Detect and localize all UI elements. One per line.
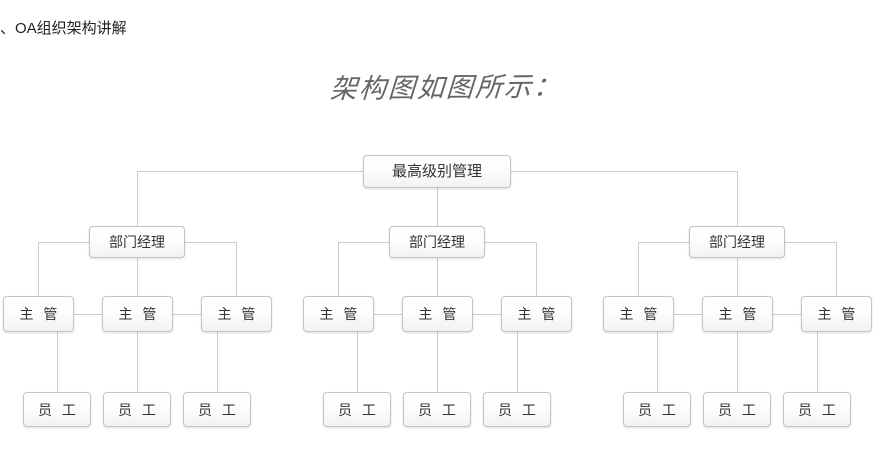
node-employee-1-2[interactable]: 员 工	[103, 392, 171, 427]
node-supervisor-1-2[interactable]: 主 管	[102, 296, 173, 332]
connector-manager-1-to-supervisor-3	[236, 242, 237, 296]
node-supervisor-3-2[interactable]: 主 管	[702, 296, 773, 332]
node-supervisor-1-3[interactable]: 主 管	[201, 296, 272, 332]
node-supervisor-2-1[interactable]: 主 管	[303, 296, 374, 332]
connector-root-to-manager-1	[137, 171, 138, 227]
page-heading: 、OA组织架构讲解	[0, 20, 127, 37]
node-employee-1-1[interactable]: 员 工	[23, 392, 91, 427]
node-employee-2-3[interactable]: 员 工	[483, 392, 551, 427]
connector-manager-1-to-supervisor-2	[137, 258, 138, 296]
node-department-manager-3[interactable]: 部门经理	[689, 226, 785, 258]
connector-manager-2-to-supervisor-1	[338, 242, 339, 296]
node-employee-3-1[interactable]: 员 工	[623, 392, 691, 427]
connector-manager-2-to-supervisor-2	[437, 258, 438, 296]
connector-manager-3-to-supervisor-1	[638, 242, 639, 296]
node-supervisor-1-1[interactable]: 主 管	[3, 296, 74, 332]
node-top-management[interactable]: 最高级别管理	[363, 155, 511, 188]
connector-supervisor-3-to-employee-1	[657, 314, 658, 392]
node-supervisor-2-3[interactable]: 主 管	[501, 296, 572, 332]
connector-supervisor-2-to-employee-2	[437, 332, 438, 392]
node-employee-2-2[interactable]: 员 工	[403, 392, 471, 427]
node-supervisor-2-2[interactable]: 主 管	[402, 296, 473, 332]
connector-manager-3-to-supervisor-2	[737, 258, 738, 296]
node-employee-1-3[interactable]: 员 工	[183, 392, 251, 427]
connector-root-to-manager-2	[437, 188, 438, 227]
node-employee-2-1[interactable]: 员 工	[323, 392, 391, 427]
connector-supervisor-2-to-employee-1	[357, 314, 358, 392]
connector-root-to-manager-3	[737, 171, 738, 227]
connector-supervisor-1-to-employee-2	[137, 332, 138, 392]
node-department-manager-1[interactable]: 部门经理	[89, 226, 185, 258]
connector-manager-3-to-supervisor-3	[836, 242, 837, 296]
node-supervisor-3-3[interactable]: 主 管	[801, 296, 872, 332]
connector-supervisor-3-to-employee-3	[817, 314, 818, 392]
node-employee-3-3[interactable]: 员 工	[783, 392, 851, 427]
connector-supervisor-3-to-employee-2	[737, 332, 738, 392]
connector-manager-2-to-supervisor-3	[536, 242, 537, 296]
node-department-manager-2[interactable]: 部门经理	[389, 226, 485, 258]
node-supervisor-3-1[interactable]: 主 管	[603, 296, 674, 332]
connector-supervisor-1-to-employee-1	[57, 314, 58, 392]
node-employee-3-2[interactable]: 员 工	[703, 392, 771, 427]
connector-supervisor-2-to-employee-3	[517, 314, 518, 392]
connector-supervisor-1-to-employee-3	[217, 314, 218, 392]
connector-manager-1-to-supervisor-1	[38, 242, 39, 296]
